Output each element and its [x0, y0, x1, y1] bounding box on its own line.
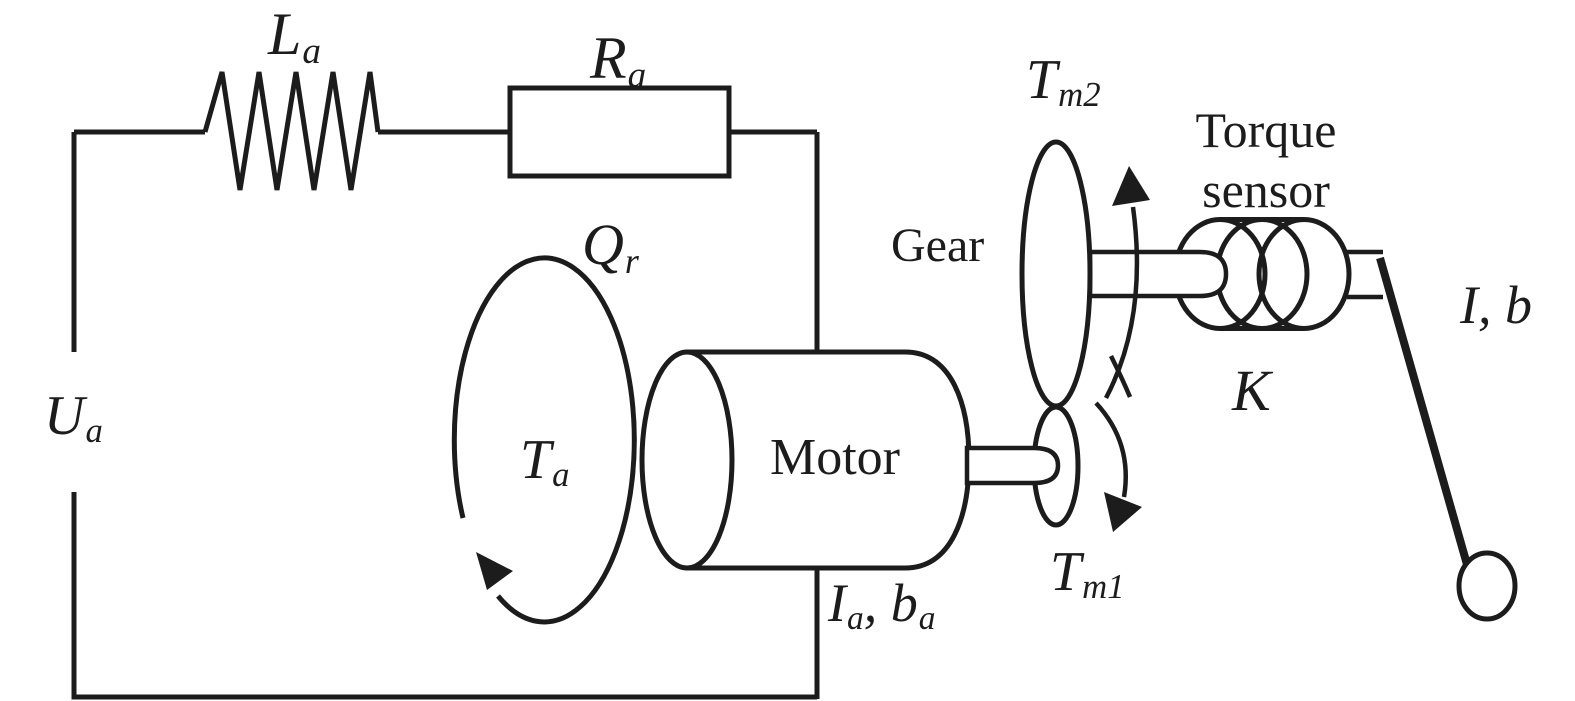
motor-inertia-symbol-2: , b	[863, 573, 918, 633]
motor-inertia-label: Ia, ba	[828, 573, 935, 635]
pendulum-rod	[1376, 256, 1472, 570]
tm2-subscript: m2	[1058, 75, 1101, 115]
motor-inertia-symbol-1: I	[828, 573, 846, 633]
tm1-symbol: T	[1050, 541, 1082, 603]
torque-sensor-label: Torque sensor	[1158, 100, 1374, 220]
motor-endcap	[639, 349, 735, 571]
tm2-arrow-arc	[1104, 206, 1140, 400]
inductor-label: La	[268, 1, 321, 70]
voltage-subscript: a	[85, 411, 103, 451]
gear-torque-down-label: Tm1	[1050, 541, 1125, 604]
tm1-subscript: m1	[1082, 567, 1125, 607]
output-shaft	[1347, 249, 1383, 300]
tm1-arrow-head	[1104, 492, 1142, 532]
motor-text: Motor	[770, 429, 900, 486]
rotation-symbol: Q	[582, 212, 624, 277]
stiffness-symbol: K	[1232, 358, 1271, 423]
sensor-ring-3	[1256, 217, 1352, 331]
gear-disc	[1019, 139, 1093, 409]
motor-shaft	[964, 445, 1061, 486]
motor-torque-subscript: a	[552, 455, 570, 495]
inductor-symbol: L	[268, 1, 302, 67]
tm1-arrow-tail	[1108, 354, 1133, 398]
motor-torque-symbol: T	[520, 429, 552, 491]
motor-label: Motor	[770, 432, 900, 484]
rotation-subscript: r	[624, 240, 639, 281]
inductor-subscript: a	[302, 30, 321, 72]
voltage-label: Ua	[44, 385, 103, 448]
resistor-box	[507, 85, 732, 179]
resistor-subscript: a	[627, 54, 647, 96]
rotation-label: Qr	[582, 216, 639, 279]
motor-inertia-subscript-1: a	[846, 600, 864, 638]
gear-label: Gear	[891, 222, 984, 270]
pendulum-bob	[1456, 550, 1518, 622]
resistor-label: Ra	[590, 25, 646, 94]
sensor-ring-2	[1214, 217, 1310, 331]
torque-sensor-line1: Torque	[1195, 102, 1337, 158]
motor-torque-label: Ta	[520, 429, 570, 492]
torque-sensor-line2: sensor	[1202, 162, 1330, 218]
pendulum-inertia-text: I, b	[1460, 275, 1532, 335]
tm2-arrow-head	[1112, 166, 1150, 206]
motor-inertia-subscript-2: a	[918, 600, 936, 638]
rotation-arrow-arc	[451, 255, 637, 625]
voltage-symbol: U	[44, 385, 85, 447]
rotation-arrow-head	[476, 552, 513, 590]
tm1-arrow-arc	[1094, 401, 1129, 498]
tm2-symbol: T	[1026, 49, 1058, 111]
inductor-coil	[202, 71, 381, 191]
sensor-stiffness-label: K	[1232, 362, 1271, 420]
gear-torque-up-label: Tm2	[1026, 49, 1101, 112]
pendulum-inertia-label: I, b	[1460, 278, 1532, 332]
gear-text: Gear	[891, 219, 985, 272]
resistor-symbol: R	[590, 25, 627, 91]
gear-sensor-shaft	[1087, 249, 1229, 299]
